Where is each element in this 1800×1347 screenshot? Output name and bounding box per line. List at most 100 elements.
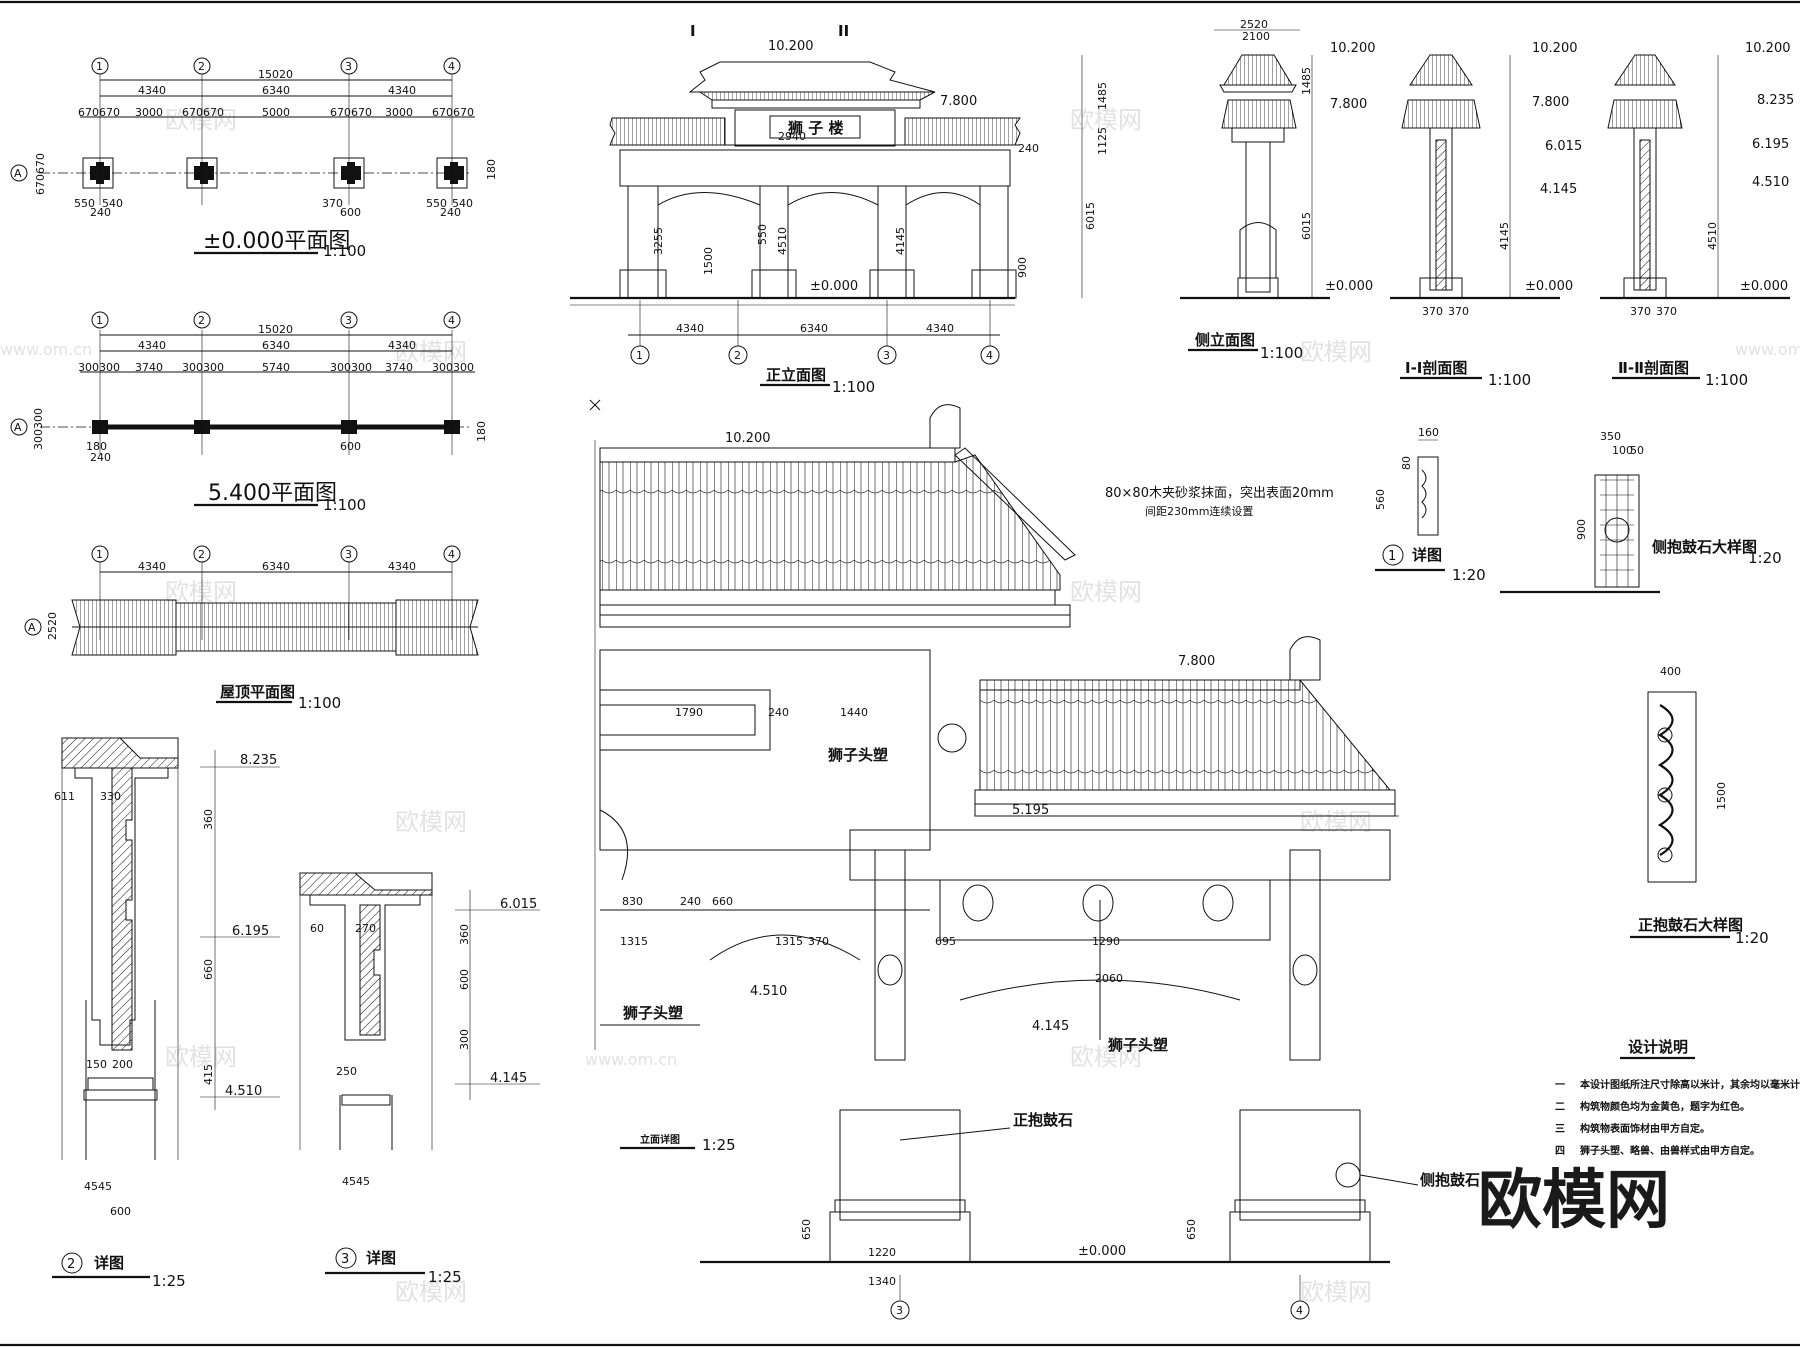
dim: 180 xyxy=(475,421,488,442)
dim: 370 xyxy=(1448,305,1469,318)
drawing-title: 详图 xyxy=(1412,546,1442,564)
note-num: 一 xyxy=(1555,1080,1565,1091)
dim: 2520 xyxy=(46,612,59,640)
level-mark: 6.015 xyxy=(500,897,537,912)
drawing-title: 侧抱鼓石大样图 xyxy=(1652,538,1757,556)
detail-number: 3 xyxy=(341,1252,349,1267)
dim: 1315 xyxy=(775,935,803,948)
axis-bubble: 1 xyxy=(96,314,103,327)
axis-bubble: 3 xyxy=(345,314,352,327)
axis-bubble: 2 xyxy=(198,60,205,73)
detail-number: 1 xyxy=(1388,549,1396,564)
watermark: 欧模网 xyxy=(1300,338,1372,366)
level-mark: 6.195 xyxy=(1752,137,1789,152)
design-notes: 设计说明 一 本设计图纸所注尺寸除高以米计，其余均以毫米计。 二 构筑物颜色均为… xyxy=(1555,1038,1800,1157)
dim: 4545 xyxy=(342,1175,370,1188)
dim: 370 xyxy=(322,197,343,210)
dim: 900 xyxy=(1575,519,1588,540)
dim: 550 xyxy=(74,197,95,210)
dim: 250 xyxy=(336,1065,357,1078)
dim: 4340 xyxy=(676,322,704,335)
dim: 200 xyxy=(112,1058,133,1071)
axis-bubble: 3 xyxy=(345,548,352,561)
dim: 560 xyxy=(1374,489,1387,510)
dim: 270 xyxy=(355,922,376,935)
drawing-scale: 1:100 xyxy=(1488,371,1531,389)
dim: 300300 xyxy=(330,361,372,374)
level-mark: ±0.000 xyxy=(1325,279,1373,294)
level-mark: 4.510 xyxy=(750,984,787,999)
dim: 2940 xyxy=(778,130,806,143)
dim: 670670 xyxy=(34,153,47,195)
dim: 4510 xyxy=(1706,222,1719,250)
dim: 670670 xyxy=(432,106,474,119)
axis-bubble: 3 xyxy=(896,1304,903,1317)
drawing-scale: 1:25 xyxy=(702,1136,736,1154)
axis-bubble: 2 xyxy=(734,349,741,362)
dim: 360 xyxy=(458,924,471,945)
level-mark: 4.510 xyxy=(1752,175,1789,190)
dim: 670670 xyxy=(182,106,224,119)
level-mark: 8.235 xyxy=(1757,93,1794,108)
dim: 5000 xyxy=(262,106,290,119)
dim: 4145 xyxy=(894,227,907,255)
label: 狮子头塑 xyxy=(827,746,888,764)
dim: 1220 xyxy=(868,1246,896,1259)
dim: 660 xyxy=(202,959,215,980)
dim: 650 xyxy=(800,1219,813,1240)
plan-5400-level: 1 2 3 4 A 15020 4340 6340 4340 300300 37… xyxy=(10,311,488,514)
label: 狮子头塑 xyxy=(1107,1036,1168,1054)
dim: 1290 xyxy=(1092,935,1120,948)
drawing-title: ±0.000平面图 xyxy=(203,229,350,254)
drawing-title: 详图 xyxy=(94,1254,124,1272)
dim: 415 xyxy=(202,1064,215,1085)
dim: 360 xyxy=(202,809,215,830)
watermark-url: www.om.cn xyxy=(1735,340,1800,359)
dim: 1790 xyxy=(675,706,703,719)
dim: 3255 xyxy=(652,227,665,255)
dim: 370 xyxy=(1630,305,1651,318)
dim: 2520 xyxy=(1240,18,1268,31)
drawing-scale: 1:25 xyxy=(152,1272,186,1290)
axis-bubble: 4 xyxy=(986,349,993,362)
note: 间距230mm连续设置 xyxy=(1145,504,1253,518)
drawing-scale: 1:100 xyxy=(1260,344,1303,362)
note-text: 构筑物表面饰材由甲方自定。 xyxy=(1580,1122,1710,1135)
dim: 5740 xyxy=(262,361,290,374)
dim: 100 xyxy=(1612,444,1633,457)
dim: 3000 xyxy=(385,106,413,119)
label: 正抱鼓石 xyxy=(1013,1111,1073,1129)
dim: 6340 xyxy=(800,322,828,335)
dim: 4545 xyxy=(84,1180,112,1193)
dim: 160 xyxy=(1418,426,1439,439)
note-num: 二 xyxy=(1555,1101,1565,1113)
level-mark: 8.235 xyxy=(240,753,277,768)
dim: 695 xyxy=(935,935,956,948)
dim: 1125 xyxy=(1096,127,1109,155)
drawing-title: 屋顶平面图 xyxy=(220,683,295,701)
dim: 4340 xyxy=(388,560,416,573)
dim: 3000 xyxy=(135,106,163,119)
detail-2: 8.235 6.195 4.510 360 660 415 611 330 15… xyxy=(52,737,280,1290)
dim: 2060 xyxy=(1095,972,1123,985)
dim: 240 xyxy=(768,706,789,719)
watermark: 欧模网 xyxy=(395,1278,467,1306)
drawing-title: 侧立面图 xyxy=(1195,331,1255,349)
front-drum-stone-detail: 400 1500 正抱鼓石大样图 1:20 xyxy=(1630,665,1769,947)
dim: 370 xyxy=(808,935,829,948)
section-mark: II xyxy=(838,22,849,40)
drawing-title: 正抱鼓石大样图 xyxy=(1638,916,1743,934)
axis-bubble: 2 xyxy=(198,548,205,561)
dim: 670670 xyxy=(330,106,372,119)
drawing-title: Ⅱ-Ⅱ剖面图 xyxy=(1618,359,1689,377)
level-mark: 10.200 xyxy=(768,39,814,54)
dim: 600 xyxy=(340,206,361,219)
axis-bubble: A xyxy=(14,421,22,434)
dim: 15020 xyxy=(258,323,293,336)
dim: 370 xyxy=(1422,305,1443,318)
dim: 300 xyxy=(458,1029,471,1050)
axis-bubble: 1 xyxy=(96,60,103,73)
level-mark: 10.200 xyxy=(1532,41,1578,56)
dim: 350 xyxy=(1600,430,1621,443)
